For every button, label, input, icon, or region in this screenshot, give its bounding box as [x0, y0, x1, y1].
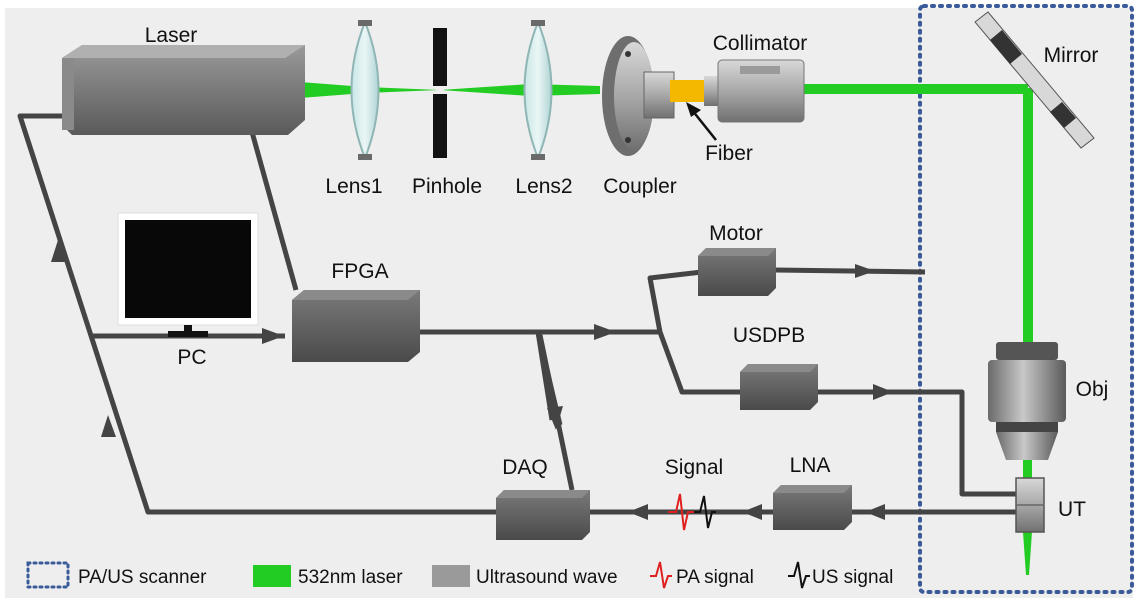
fiber-pointer-line: [691, 109, 717, 141]
lna-label: LNA: [790, 454, 831, 477]
motor-label: Motor: [709, 222, 763, 245]
legend-us-wave-text: Ultrasound wave: [476, 567, 618, 588]
fpga-box: [292, 290, 420, 362]
legend-us-signal-text: US signal: [812, 567, 893, 588]
pinhole-label: Pinhole: [412, 175, 482, 198]
usdpb-label: USDPB: [733, 324, 805, 347]
legend-pa-signal-text: PA signal: [676, 567, 754, 588]
usdpb-box: [740, 364, 818, 410]
lens2-element: [523, 19, 553, 161]
pinhole-element: [433, 28, 447, 158]
collimator-label: Collimator: [713, 32, 808, 55]
fiber-label: Fiber: [705, 142, 753, 165]
fpga-label: FPGA: [331, 260, 388, 283]
lens1-label: Lens1: [325, 175, 382, 198]
ultrasound-transducer: [1015, 477, 1045, 533]
legend-laser-swatch: [253, 565, 291, 587]
coupler-label: Coupler: [603, 175, 677, 198]
lna-box: [773, 485, 852, 530]
lens2-label: Lens2: [515, 175, 572, 198]
pc-monitor: [117, 212, 259, 337]
laser-device: [62, 45, 305, 135]
legend: PA/US scanner 532nm laser Ultrasound wav…: [26, 561, 893, 589]
ut-label: UT: [1058, 498, 1086, 521]
legend-scanner-swatch: [26, 561, 70, 589]
pa-us-scanner-boundary: [918, 4, 1134, 594]
laser-label: Laser: [145, 24, 198, 47]
wire-arrowheads: [51, 240, 893, 520]
coupler-element: [602, 36, 675, 156]
lens1-element: [350, 19, 380, 161]
objective-lens: [988, 342, 1066, 460]
collimator-element: [704, 59, 805, 123]
legend-us-wave-swatch: [432, 565, 470, 587]
daq-label: DAQ: [502, 456, 548, 479]
motor-box: [698, 248, 776, 296]
legend-laser-text: 532nm laser: [298, 567, 403, 588]
pc-label: PC: [177, 346, 206, 369]
mirror-element: [974, 11, 1095, 149]
legend-scanner-text: PA/US scanner: [78, 567, 207, 588]
obj-label: Obj: [1076, 378, 1109, 401]
fiber-pointer-arrowhead: [686, 102, 701, 117]
legend-pa-signal-swatch: [650, 561, 672, 589]
signal-wires: [17, 113, 1016, 515]
mirror-label: Mirror: [1044, 44, 1099, 67]
daq-box: [496, 490, 590, 540]
legend-us-signal-swatch: [788, 561, 810, 589]
signal-label: Signal: [665, 456, 723, 479]
optical-fiber: [670, 80, 708, 102]
signal-waveform: [668, 493, 716, 531]
